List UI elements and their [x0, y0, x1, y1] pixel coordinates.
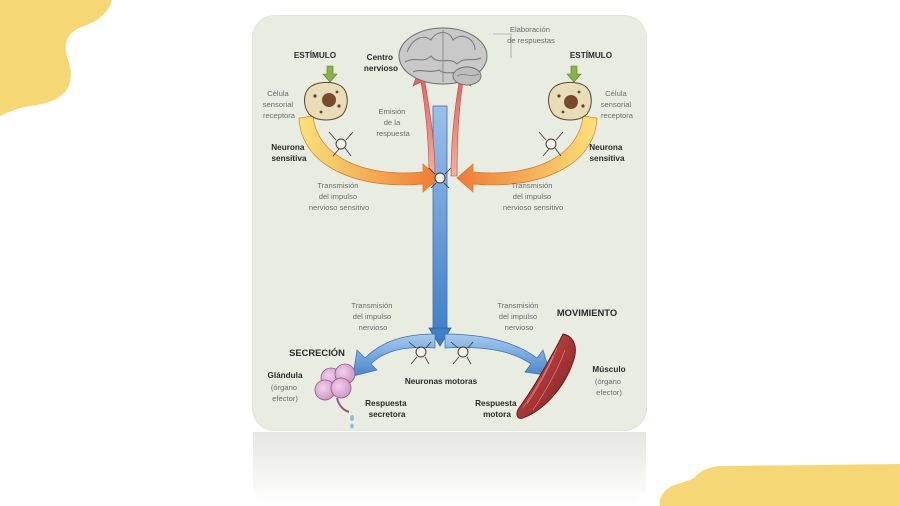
muscle-illustration: [516, 333, 576, 419]
decorative-blob-top-left: [0, 0, 112, 116]
card-reflection-fill: [253, 432, 646, 506]
muscle-line-1: Músculo: [592, 365, 625, 374]
gland-line-3: efector): [272, 394, 298, 403]
sensory-neuron-right: [538, 131, 564, 157]
transmission-right-line-3: nervioso sensitivo: [503, 203, 563, 212]
motor-left-line-2: del impulso: [353, 312, 391, 321]
motor-right-line-1: Transmisión: [497, 301, 538, 310]
brain-illustration: [398, 27, 488, 86]
movement-heading: MOVIMIENTO: [557, 307, 617, 318]
transmission-left-line-2: del impulso: [319, 192, 357, 201]
motor-neuron-right: [450, 341, 474, 365]
muscle-line-2: (órgano: [595, 377, 621, 386]
stimulus-right-label: ESTÍMULO: [570, 50, 613, 60]
emission-label-line-2: de la: [384, 118, 401, 127]
receptor-cell-right: [548, 81, 592, 121]
motor-neuron-left: [408, 341, 432, 365]
receptor-left-line-2: sensorial: [263, 100, 294, 109]
motor-response-line-1: Respuesta: [475, 399, 517, 408]
transmission-right-line-1: Transmisión: [511, 181, 552, 190]
transmission-left-line-3: nervioso sensitivo: [309, 203, 369, 212]
sensory-neuron-left: [328, 131, 354, 157]
descending-pathway: [432, 105, 448, 337]
motor-arrow-left: [352, 333, 436, 377]
secretion-heading: SECRECIÓN: [289, 347, 345, 358]
stimulus-arrow-right: [566, 65, 582, 83]
neuron-right-line-2: sensitiva: [589, 154, 624, 163]
receptor-cell-left-label: Célula sensorial receptora: [263, 89, 296, 120]
neuron-left-line-1: Neurona: [271, 143, 305, 152]
receptor-right-line-2: sensorial: [601, 100, 632, 109]
center-label: Centro nervioso: [364, 53, 398, 73]
center-label-line-1: Centro: [367, 53, 393, 62]
receptor-left-line-1: Célula: [267, 89, 289, 98]
decorative-blob-bottom-right: [659, 464, 900, 506]
secretory-response-label: Respuesta secretora: [365, 399, 409, 419]
motor-left-line-1: Transmisión: [351, 301, 392, 310]
receptor-cell-right-label: Célula sensorial receptora: [601, 89, 634, 120]
elaboration-label-line-2: de respuestas: [507, 36, 555, 45]
receptor-right-line-1: Célula: [605, 89, 627, 98]
center-label-line-2: nervioso: [364, 64, 398, 73]
stimulus-arrow-left: [322, 65, 338, 83]
transmission-left-label: Transmisión del impulso nervioso sensiti…: [309, 181, 369, 212]
gland-label: Glándula: [267, 371, 302, 380]
sensory-arrow-right: [456, 115, 598, 193]
transmission-left-line-1: Transmisión: [317, 181, 358, 190]
neuron-right-line-1: Neurona: [589, 143, 623, 152]
motor-left-line-3: nervioso: [359, 323, 388, 332]
motor-right-line-2: del impulso: [499, 312, 537, 321]
gland-line-1: Glándula: [267, 371, 302, 380]
sensory-neuron-left-label: Neurona sensitiva: [271, 143, 307, 163]
motor-arrow-right: [444, 333, 552, 377]
transmission-right-line-2: del impulso: [513, 192, 551, 201]
reflex-arc-diagram: Centro nervioso Elaboración de respuesta…: [263, 25, 634, 429]
motor-transmission-right-label: Transmisión del impulso nervioso: [497, 301, 540, 332]
motor-right-line-3: nervioso: [505, 323, 534, 332]
muscle-sub-label: (órgano efector): [595, 377, 623, 397]
elaboration-leader: [493, 33, 512, 58]
stimulus-left-label: ESTÍMULO: [294, 50, 337, 60]
elaboration-label-line-1: Elaboración: [510, 25, 550, 34]
secretory-line-2: secretora: [369, 410, 406, 419]
transmission-right-label: Transmisión del impulso nervioso sensiti…: [503, 181, 563, 212]
receptor-cell-left: [304, 81, 348, 121]
motor-response-line-2: motora: [483, 410, 511, 419]
card-reflection: [253, 432, 646, 506]
elaboration-label: Elaboración de respuestas: [507, 25, 555, 45]
gland-illustration: [314, 363, 356, 429]
interneuron-center: [428, 167, 452, 189]
muscle-line-3: efector): [596, 388, 622, 397]
neuron-left-line-2: sensitiva: [271, 154, 306, 163]
receptor-right-line-3: receptora: [601, 111, 634, 120]
gland-line-2: (órgano: [271, 383, 297, 392]
secretory-line-1: Respuesta: [365, 399, 407, 408]
receptor-left-line-3: receptora: [263, 111, 296, 120]
sensory-neuron-right-label: Neurona sensitiva: [589, 143, 625, 163]
gland-sub-label: (órgano efector): [271, 383, 299, 403]
motor-neurons-label: Neuronas motoras: [405, 377, 478, 386]
muscle-label: Músculo: [592, 365, 625, 374]
motor-transmission-left-label: Transmisión del impulso nervioso: [351, 301, 394, 332]
emission-label-line-3: respuesta: [376, 129, 410, 138]
motor-response-label: Respuesta motora: [475, 399, 519, 419]
diagram-card: Centro nervioso Elaboración de respuesta…: [253, 16, 646, 430]
emission-label: Emisión de la respuesta: [376, 107, 410, 138]
emission-label-line-1: Emisión: [378, 107, 405, 116]
